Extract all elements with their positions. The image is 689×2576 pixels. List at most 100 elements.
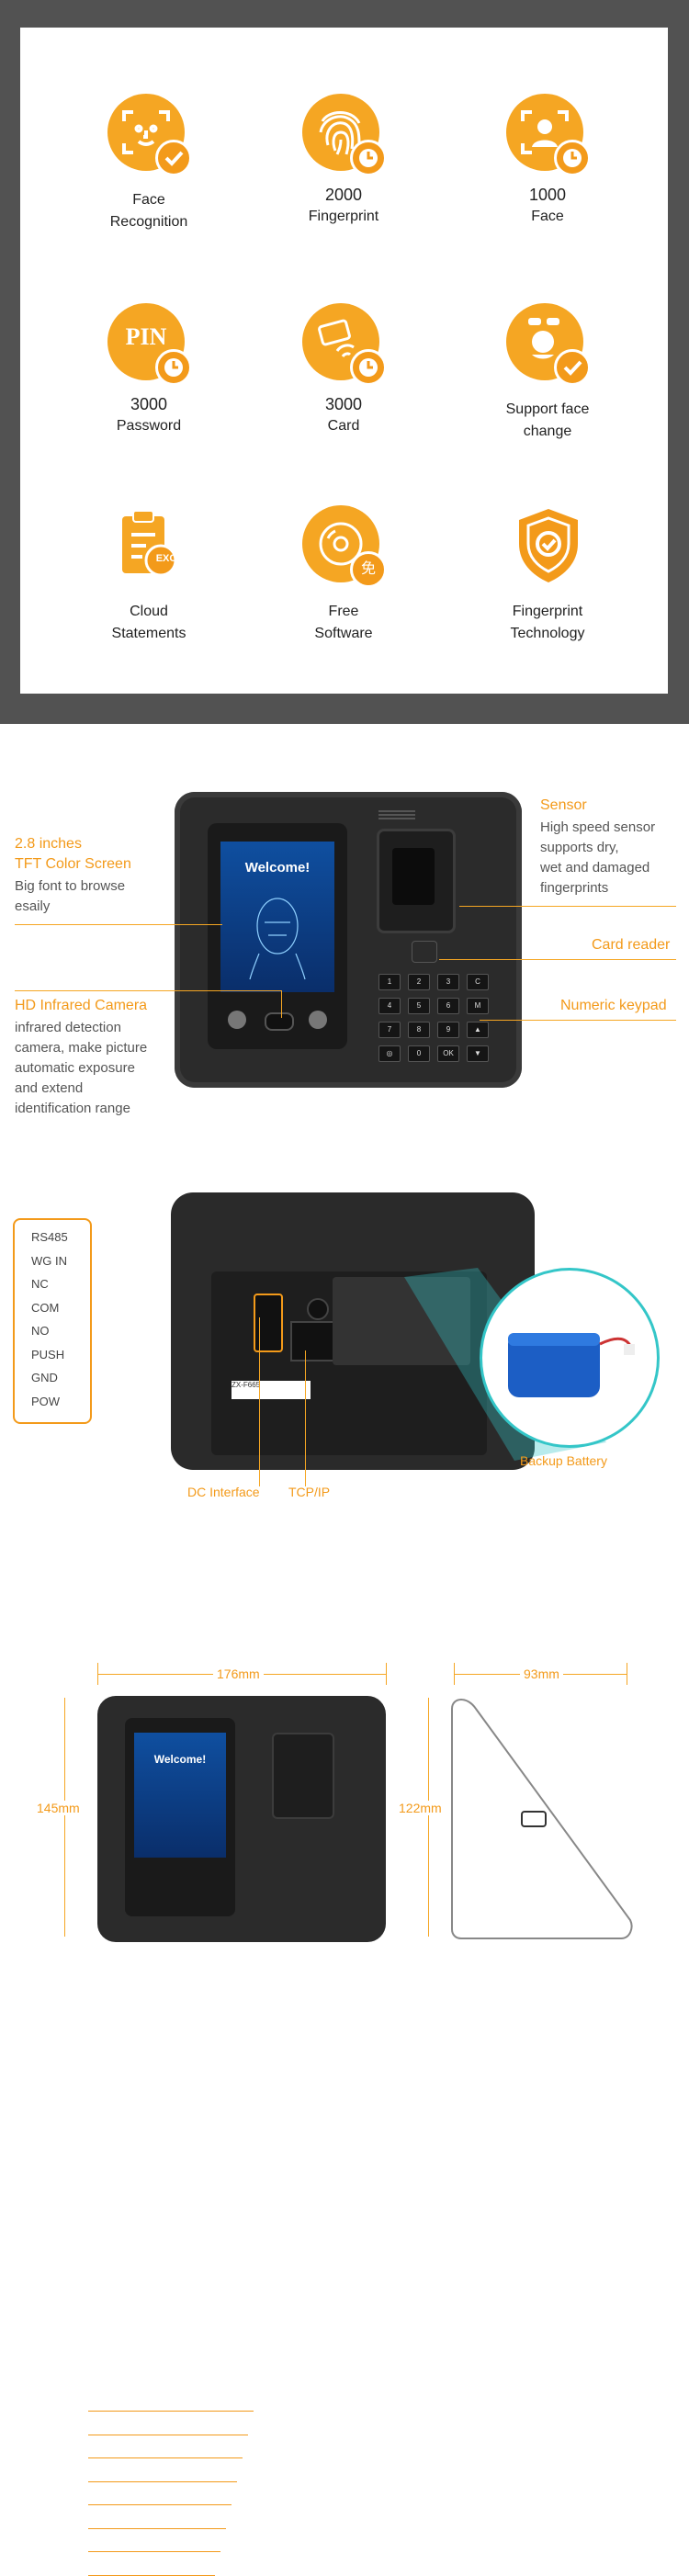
feature-face-recognition: Face Recognition — [48, 94, 250, 233]
keypad-label: Numeric keypad — [560, 998, 667, 1013]
keypad-key[interactable]: 0 — [408, 1045, 430, 1062]
port-label: RS485 — [31, 1230, 68, 1244]
keypad-key[interactable]: M — [467, 998, 489, 1014]
port-label: NC — [31, 1277, 49, 1291]
pin-icon: PIN — [107, 303, 192, 386]
feature-line2: Statements — [111, 626, 186, 641]
port-connector-line — [88, 2457, 243, 2458]
features-section: Face Recognition 2000 Fingerprint 1000 F… — [0, 0, 689, 724]
speaker-grille — [378, 808, 415, 821]
camera-desc-line: camera, make picture — [15, 1040, 148, 1056]
keypad-key[interactable]: 5 — [408, 998, 430, 1014]
cd-free-icon: 免 — [302, 505, 387, 588]
port-label: POW — [31, 1394, 61, 1408]
keypad-key[interactable]: 4 — [378, 998, 401, 1014]
terminal-block — [254, 1294, 283, 1352]
port-label: NO — [31, 1324, 50, 1338]
dc-port — [307, 1298, 329, 1320]
keypad-key[interactable]: 9 — [437, 1022, 459, 1038]
features-panel: Face Recognition 2000 Fingerprint 1000 F… — [20, 28, 668, 694]
feature-line2: Face — [531, 209, 564, 224]
keypad-key[interactable]: 6 — [437, 998, 459, 1014]
port-connector-line — [88, 2411, 254, 2412]
width-dimension: 176mm — [213, 1666, 264, 1681]
keypad-key[interactable]: ▼ — [467, 1045, 489, 1062]
sensor-desc-line: supports dry, — [540, 840, 619, 855]
side-height-dimension: 122mm — [399, 1801, 442, 1815]
port-connector-line — [88, 2504, 232, 2505]
feature-password: PIN 3000 Password — [48, 303, 250, 437]
port-connector-line — [88, 2551, 220, 2552]
feature-face-capacity: 1000 Face — [446, 94, 649, 228]
feature-cloud-statements: EXC Cloud Statements — [48, 505, 250, 645]
camera-label: HD Infrared Camera — [15, 998, 148, 1013]
serial-sticker: ZX-F665 — [232, 1381, 311, 1399]
feature-line1: Support face — [505, 401, 590, 417]
feature-line2: Password — [116, 418, 182, 434]
face-recognition-icon — [107, 94, 192, 176]
feature-card: 3000 Card — [243, 303, 445, 437]
screen-size-label: 2.8 inches — [15, 836, 82, 852]
device-back: ZX-F665 — [171, 1192, 535, 1470]
screen-type-label: TFT Color Screen — [15, 856, 131, 872]
fingerprint-sensor — [377, 829, 456, 933]
dc-interface-label: DC Interface — [187, 1485, 260, 1499]
port-connector-line — [88, 2574, 215, 2576]
pin-text: PIN — [125, 323, 167, 350]
keypad-key[interactable]: 7 — [378, 1022, 401, 1038]
keypad-key[interactable]: 3 — [437, 974, 459, 990]
feature-fingerprint-technology: Fingerprint Technology — [446, 505, 649, 645]
feature-fingerprint: 2000 Fingerprint — [243, 94, 445, 228]
feature-line1: 1000 — [528, 186, 567, 204]
sensor-desc-line: High speed sensor — [540, 819, 656, 835]
battery-label: Backup Battery — [520, 1453, 607, 1468]
depth-dimension: 93mm — [520, 1666, 563, 1681]
feature-line2: Fingerprint — [308, 209, 379, 224]
feature-line2: Recognition — [109, 214, 188, 230]
fingerprint-icon — [302, 94, 387, 176]
keypad-key[interactable]: ◎ — [378, 1045, 401, 1062]
camera-desc-line: identification range — [15, 1101, 130, 1116]
port-connector-line — [88, 2527, 226, 2529]
keypad-key[interactable]: ▲ — [467, 1022, 489, 1038]
welcome-text-small: Welcome! — [153, 1753, 207, 1766]
port-label: WG IN — [31, 1253, 67, 1268]
feature-line1: 2000 — [324, 186, 363, 204]
device-side-view — [451, 1698, 633, 1939]
screen: Welcome! — [220, 842, 334, 992]
excel-report-icon: EXC — [107, 505, 190, 588]
feature-face-change: Support face change — [446, 303, 649, 443]
keypad-key[interactable]: 1 — [378, 974, 401, 990]
ir-led-right — [309, 1011, 327, 1029]
welcome-text: Welcome! — [244, 860, 311, 876]
feature-free-software: 免 Free Software — [243, 505, 445, 645]
keypad-key[interactable]: 8 — [408, 1022, 430, 1038]
tcp-ip-label: TCP/IP — [288, 1485, 331, 1499]
battery-zoom — [480, 1268, 660, 1448]
sensor-desc-line: fingerprints — [540, 880, 609, 896]
camera-desc-line: infrared detection — [15, 1020, 121, 1035]
feature-line1: Face — [132, 192, 165, 208]
card-icon — [302, 303, 387, 386]
screen-bezel: Welcome! — [208, 823, 347, 1049]
keypad-key[interactable]: C — [467, 974, 489, 990]
feature-line1: Fingerprint — [512, 604, 583, 619]
keypad-key[interactable]: 2 — [408, 974, 430, 990]
feature-line2: Software — [314, 626, 373, 641]
face-scan-icon — [506, 94, 591, 176]
keypad-key[interactable]: OK — [437, 1045, 459, 1062]
feature-line2: Card — [327, 418, 360, 434]
feature-line1: 3000 — [324, 395, 363, 413]
sensor-desc-line: wet and damaged — [540, 860, 650, 876]
port-label: PUSH — [31, 1347, 65, 1361]
screen-desc-2: esaily — [15, 898, 51, 914]
camera-lens — [265, 1012, 294, 1031]
ir-led-left — [228, 1011, 246, 1029]
feature-line1: 3000 — [130, 395, 168, 413]
